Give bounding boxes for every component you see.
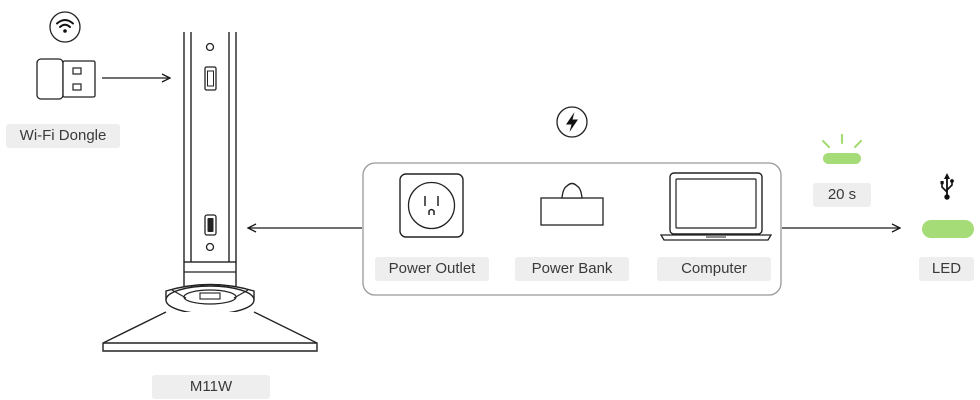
usb-icon bbox=[940, 173, 954, 200]
timer-label: 20 s bbox=[813, 183, 871, 207]
laptop-icon bbox=[659, 172, 773, 241]
wifi-dongle-label: Wi-Fi Dongle bbox=[6, 124, 120, 148]
lightning-icon bbox=[556, 106, 588, 138]
m11w-device-icon bbox=[102, 32, 318, 352]
wifi-dongle-icon bbox=[36, 58, 96, 100]
power-outlet-label: Power Outlet bbox=[375, 257, 489, 281]
device-label: M11W bbox=[152, 375, 270, 399]
led-indicator bbox=[922, 220, 974, 238]
power-outlet-icon bbox=[399, 173, 464, 238]
blinking-led-icon bbox=[821, 133, 863, 164]
led-label: LED bbox=[919, 257, 974, 281]
power-bank-label: Power Bank bbox=[515, 257, 629, 281]
computer-label: Computer bbox=[657, 257, 771, 281]
wifi-icon bbox=[49, 11, 81, 43]
power-bank-icon bbox=[540, 182, 604, 226]
